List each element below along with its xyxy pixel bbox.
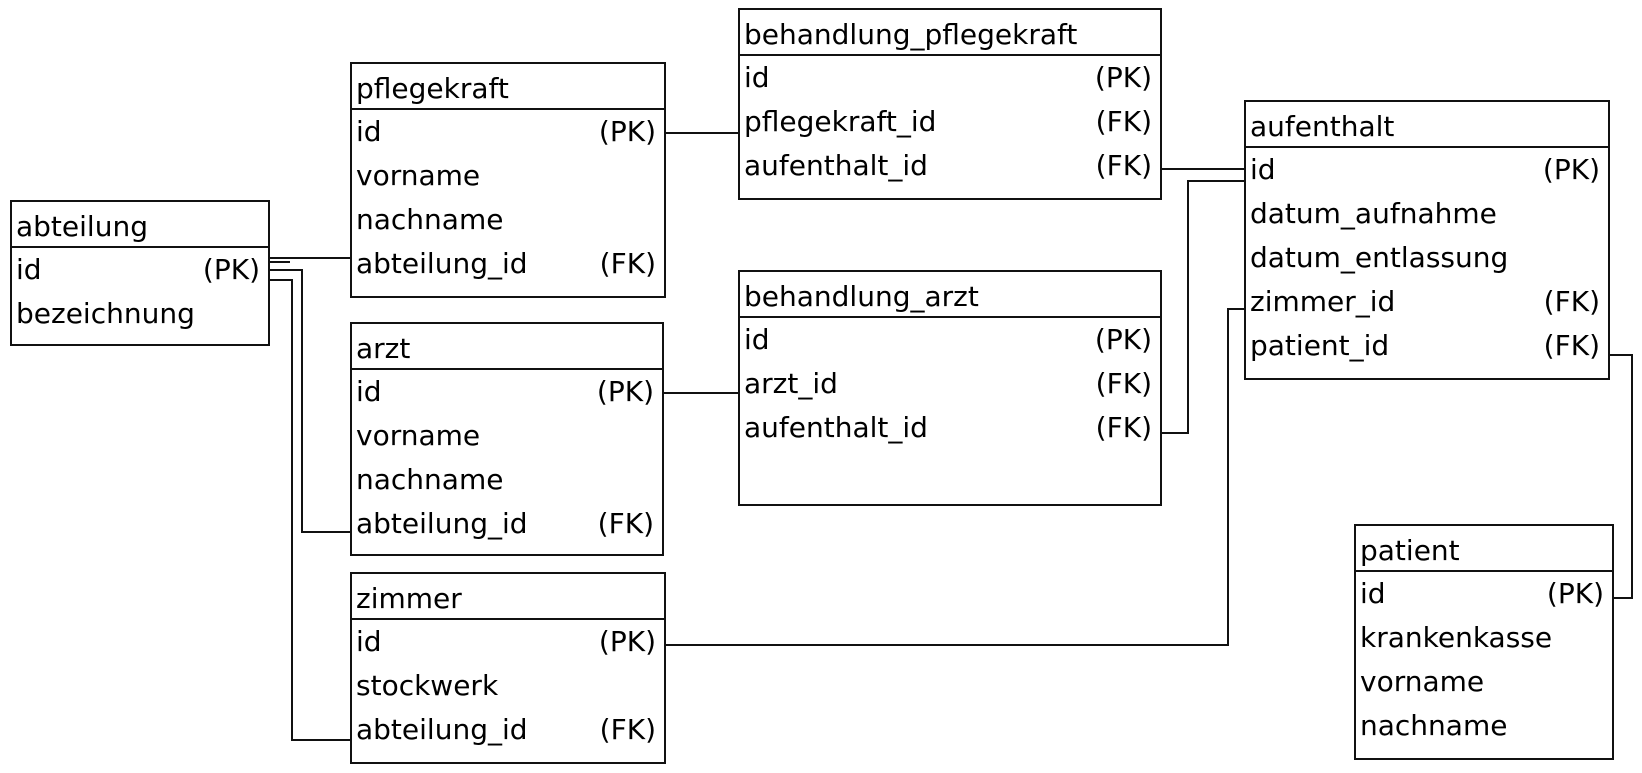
column-row: id (PK) [1246,148,1608,192]
column-key: (PK) [596,375,654,408]
column-name: stockwerk [356,669,499,702]
column-row: vorname [1356,660,1612,704]
column-key: (FK) [1095,367,1152,400]
column-name: nachname [1360,709,1508,742]
column-row: abteilung_id (FK) [352,242,664,286]
column-key: (PK) [1546,577,1604,610]
relation-abteilung-zimmer [268,279,350,741]
column-row: datum_aufnahme [1246,192,1608,236]
column-name: vorname [1360,665,1485,698]
column-row: id (PK) [740,56,1160,100]
column-row: aufenthalt_id (FK) [740,406,1160,450]
column-key: (FK) [599,247,656,280]
column-key: (FK) [1095,105,1152,138]
table-pflegekraft[interactable]: pflegekraft id (PK) vorname nachname abteilu… [350,62,666,298]
column-name: id [16,253,42,286]
column-name: krankenkasse [1360,621,1553,654]
column-key: (FK) [1095,411,1152,444]
column-name: id [356,375,382,408]
table-title: behandlung_pflegekraft [740,10,1160,56]
column-key: (FK) [597,507,654,540]
column-row: bezeichnung [12,292,268,336]
column-name: arzt_id [744,367,838,400]
column-row: vorname [352,414,662,458]
table-behandlung-arzt[interactable]: behandlung_arzt id(PK)arzt_id(FK)aufenth… [738,270,1162,506]
column-row: id (PK) [352,370,662,414]
column-row: krankenkasse [1356,616,1612,660]
column-row: zimmer_id (FK) [1246,280,1608,324]
column-row: abteilung_id (FK) [352,708,664,752]
table-title: patient [1356,526,1612,572]
table-title: behandlung_arzt [740,272,1160,318]
table-title: arzt [352,324,662,370]
column-key: (PK) [1094,323,1152,356]
column-row: nachname [1356,704,1612,748]
column-name: vorname [356,159,481,192]
column-key: (PK) [598,115,656,148]
column-name: id [356,115,382,148]
column-name: nachname [356,463,504,496]
column-name: zimmer_id [1250,285,1396,318]
column-row: id (PK) [352,110,664,154]
column-row: nachname [352,198,664,242]
column-row: id (PK) [12,248,268,292]
table-behandlung-pflegekraft[interactable]: behandlung_pflegekraft id (PK) pflegekraft… [738,8,1162,200]
column-key: (FK) [1543,285,1600,318]
table-title: abteilung [12,202,268,248]
column-key: (PK) [1094,61,1152,94]
column-row: id (PK) [1356,572,1612,616]
table-title: aufenthalt [1246,102,1608,148]
column-key: (PK) [598,625,656,658]
column-name: id [1250,153,1276,186]
column-row: abteilung_id (FK) [352,502,662,546]
column-key: (PK) [202,253,260,286]
column-name: id [744,61,770,94]
column-row: id (PK) [740,318,1160,362]
column-name: abteilung_id [356,713,528,746]
relation-zimmer-aufenthalt [666,308,1244,646]
column-name: pflegekraft_id [744,105,937,138]
table-arzt[interactable]: arzt id (PK) vorname nachname abteilung_id (F… [350,322,664,556]
column-name: aufenthalt_id [744,149,928,182]
column-row: pflegekraft_id (FK) [740,100,1160,144]
column-key: (FK) [599,713,656,746]
relation-behandlungarzt-aufenthalt [1160,180,1244,434]
table-zimmer[interactable]: zimmer id (PK) stockwerk abteilung_id (FK) [350,572,666,764]
column-key: (FK) [1095,149,1152,182]
table-title: pflegekraft [352,64,664,110]
column-name: abteilung_id [356,247,528,280]
table-abteilung[interactable]: abteilung id (PK)bezeichnung [10,200,270,346]
column-name: bezeichnung [16,297,195,330]
column-row: id (PK) [352,620,664,664]
column-name: id [744,323,770,356]
column-key: (FK) [1543,329,1600,362]
column-row: datum_entlassung [1246,236,1608,280]
column-name: patient_id [1250,329,1390,362]
relation-abteilung-arzt [268,269,350,533]
column-row: patient_id (FK) [1246,324,1608,368]
column-name: nachname [356,203,504,236]
column-row: aufenthalt_id (FK) [740,144,1160,188]
column-name: aufenthalt_id [744,411,928,444]
column-row: arzt_id (FK) [740,362,1160,406]
relation-aufenthalt-patient [1608,354,1633,599]
column-name: id [1360,577,1386,610]
table-title: zimmer [352,574,664,620]
column-key: (PK) [1542,153,1600,186]
column-name: abteilung_id [356,507,528,540]
column-name: id [356,625,382,658]
table-patient[interactable]: patient id (PK) krankenkasse vorname nachnam… [1354,524,1614,760]
column-row: vorname [352,154,664,198]
column-name: datum_aufnahme [1250,197,1497,230]
column-row: stockwerk [352,664,664,708]
table-aufenthalt[interactable]: aufenthalt id (PK) datum_aufnahme datum_ent… [1244,100,1610,380]
column-name: datum_entlassung [1250,241,1509,274]
column-row: nachname [352,458,662,502]
column-name: vorname [356,419,481,452]
